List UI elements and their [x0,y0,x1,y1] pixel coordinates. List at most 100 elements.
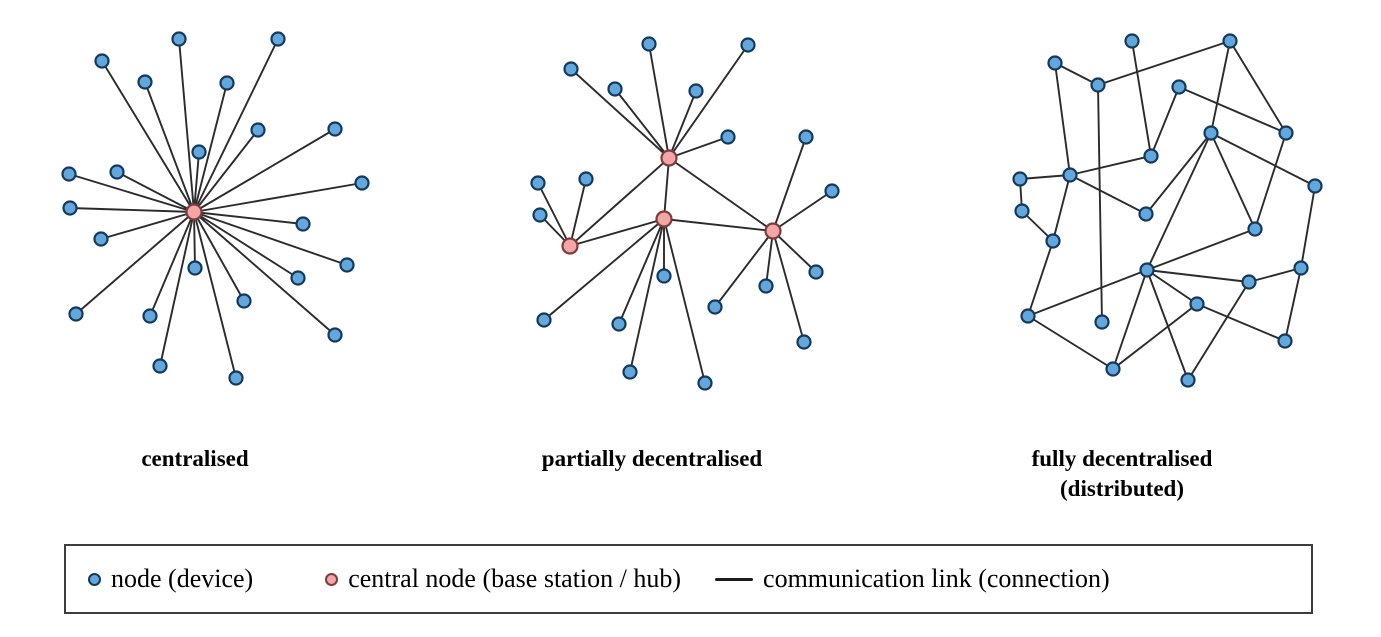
device-node [532,207,548,223]
device-node [1180,372,1196,388]
communication-link [614,88,670,159]
communication-link [193,129,259,213]
communication-link [1112,303,1198,370]
communication-link [668,44,749,159]
communication-link [569,218,665,247]
communication-link [1097,84,1103,323]
communication-link [1112,269,1148,370]
communication-link [116,171,195,213]
device-node [1247,221,1263,237]
device-node [758,278,774,294]
legend-label-node: node (device) [111,564,254,593]
networks-svg [61,31,1323,391]
communication-link [1145,132,1212,215]
communication-link [1027,315,1114,370]
device-node-icon [88,572,101,586]
communication-link [193,128,336,213]
communication-link [1284,267,1302,342]
communication-link [1146,269,1198,305]
centralised-network [61,31,370,386]
device-node [707,299,723,315]
communication-link [193,211,299,279]
communication-link [193,211,245,302]
communication-link [1054,62,1071,176]
device-node [1090,77,1106,93]
communication-link [668,90,697,159]
central-node [660,149,678,167]
device-node [1014,203,1030,219]
communication-link [68,173,195,213]
device-node [1222,33,1238,49]
device-node [339,257,355,273]
device-node [62,200,78,216]
communication-link [193,211,304,225]
central-node [561,237,579,255]
communication-link [569,157,670,247]
communication-link [1254,132,1287,230]
device-node [236,293,252,309]
communication-link [772,230,817,273]
communication-link [1054,62,1099,86]
communication-link [1187,281,1250,381]
device-node [1143,148,1159,164]
communication-link [1027,269,1148,317]
fully-decentralised-network [1012,33,1323,388]
device-node [327,327,343,343]
communication-link [149,211,195,317]
device-node [1094,314,1110,330]
device-node [171,31,187,47]
communication-link [159,211,195,367]
caption-fully-decentralised: fully decentralised (distributed) [1032,444,1213,504]
device-node [1293,260,1309,276]
device-node [250,122,266,138]
communication-link [1052,174,1071,242]
communication-link [772,230,805,343]
device-node [607,81,623,97]
legend-label-central-node: central node (base station / hub) [348,564,682,593]
caption-line: (distributed) [1060,476,1184,501]
device-node [1278,125,1294,141]
device-node [327,121,343,137]
communication-link [1131,40,1152,157]
device-node [1105,361,1121,377]
communication-link [193,211,348,266]
device-node [61,166,77,182]
communication-link [193,211,336,336]
communication-link [765,230,774,287]
device-node [68,306,84,322]
legend-item-central-node: central node (base station / hub) [325,564,681,594]
device-node [530,175,546,191]
communication-link [1196,303,1286,342]
communication-link [1210,132,1256,230]
device-node [798,129,814,145]
device-node [1277,333,1293,349]
communication-link [193,211,196,269]
communication-link [543,218,665,321]
communication-link [1027,240,1054,317]
caption-centralised: centralised [141,444,248,474]
communication-link [1178,86,1287,134]
device-node [824,183,840,199]
communication-link-icon [715,577,754,581]
communication-link [1146,269,1189,381]
partially-decentralised-network [530,36,840,391]
device-node [622,364,638,380]
device-node [295,216,311,232]
communication-link [69,207,195,213]
communication-link [648,43,670,159]
legend-label-link: communication link (connection) [763,564,1110,593]
legend-box: node (device) central node (base station… [64,544,1313,614]
communication-link [75,211,195,315]
communication-link [618,218,665,325]
device-node [1020,308,1036,324]
communication-link [668,136,729,159]
device-node [1307,178,1323,194]
device-node [228,370,244,386]
communication-link [668,157,774,232]
caption-partially-decentralised: partially decentralised [542,444,762,474]
communication-link [714,230,774,308]
caption-line: centralised [141,446,249,471]
device-node [187,260,203,276]
device-node [688,83,704,99]
communication-link [1300,185,1316,269]
